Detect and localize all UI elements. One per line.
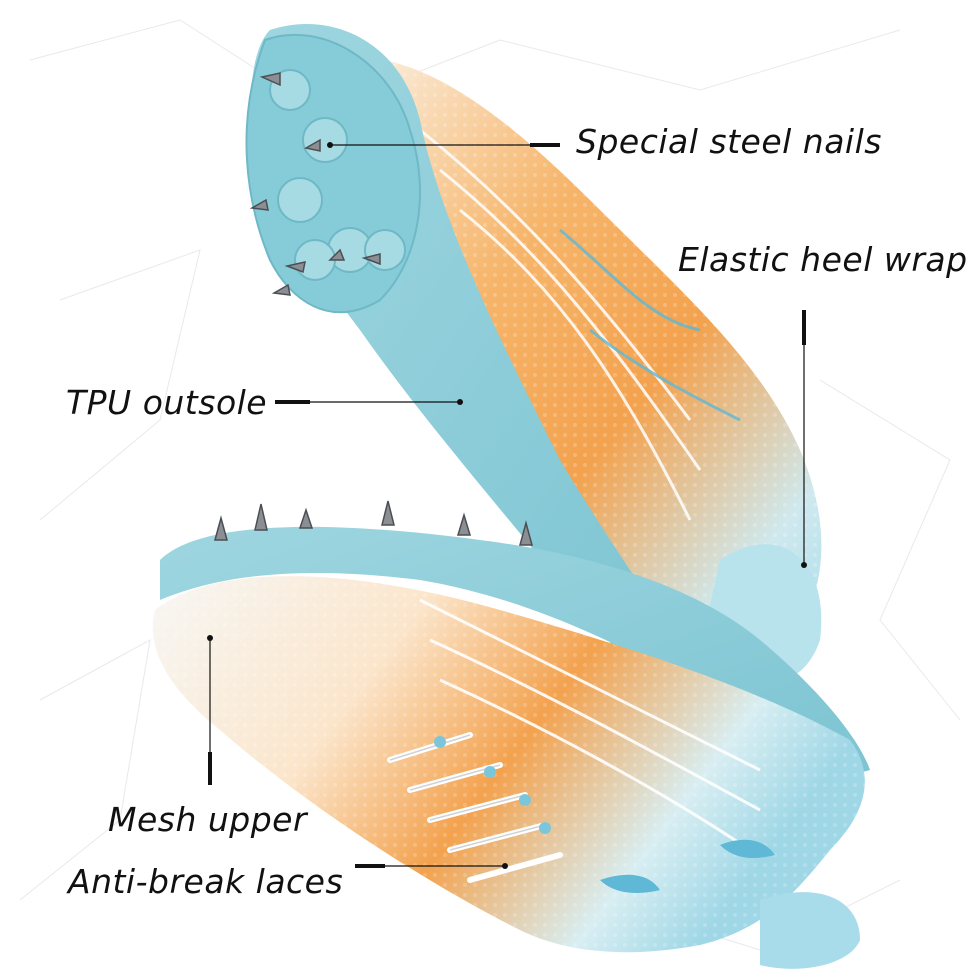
callout-lines [208, 143, 806, 868]
callout-steel-nails: Special steel nails [576, 122, 882, 161]
bottom-shoe [152, 500, 870, 969]
callout-laces: Anti-break laces [68, 862, 344, 901]
callout-heel-wrap: Elastic heel wrap [678, 240, 968, 279]
top-shoe [245, 24, 822, 683]
callout-mesh-upper: Mesh upper [108, 800, 308, 839]
callout-outsole: TPU outsole [66, 383, 268, 422]
